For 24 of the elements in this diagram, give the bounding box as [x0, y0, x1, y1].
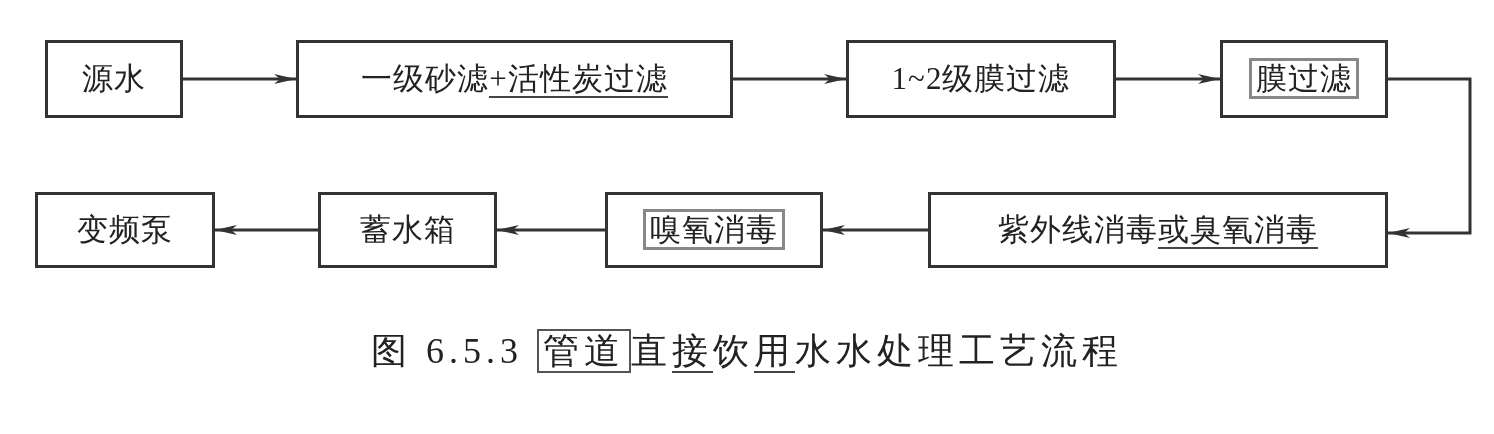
step-label: 嗅氧消毒: [643, 209, 785, 251]
step-label: 变频泵: [77, 211, 173, 249]
step-label: 源水: [82, 60, 146, 98]
arrow: [1388, 77, 1472, 238]
process-box: [318, 192, 497, 268]
arrow: [497, 225, 605, 235]
figure-caption: 图 6.5.3 管道直接饮用水水处理工艺流程: [370, 328, 1124, 375]
arrow: [823, 225, 928, 235]
step-label: 蓄水箱: [359, 211, 456, 249]
arrow: [733, 74, 846, 84]
process-box: [35, 192, 215, 268]
arrow: [215, 225, 318, 235]
process-box: [846, 40, 1116, 118]
arrow: [1116, 74, 1220, 84]
process-box: [296, 40, 733, 118]
step-label: 膜过滤: [1249, 58, 1359, 100]
process-box: [1220, 40, 1388, 118]
step-label: 一级砂滤+活性炭过滤: [361, 60, 668, 100]
process-box: [45, 40, 183, 118]
process-box: [605, 192, 823, 268]
arrow: [183, 74, 296, 84]
process-box: [928, 192, 1388, 268]
step-label: 1~2级膜过滤: [891, 60, 1071, 98]
step-label: 紫外线消毒或臭氧消毒: [998, 211, 1318, 251]
